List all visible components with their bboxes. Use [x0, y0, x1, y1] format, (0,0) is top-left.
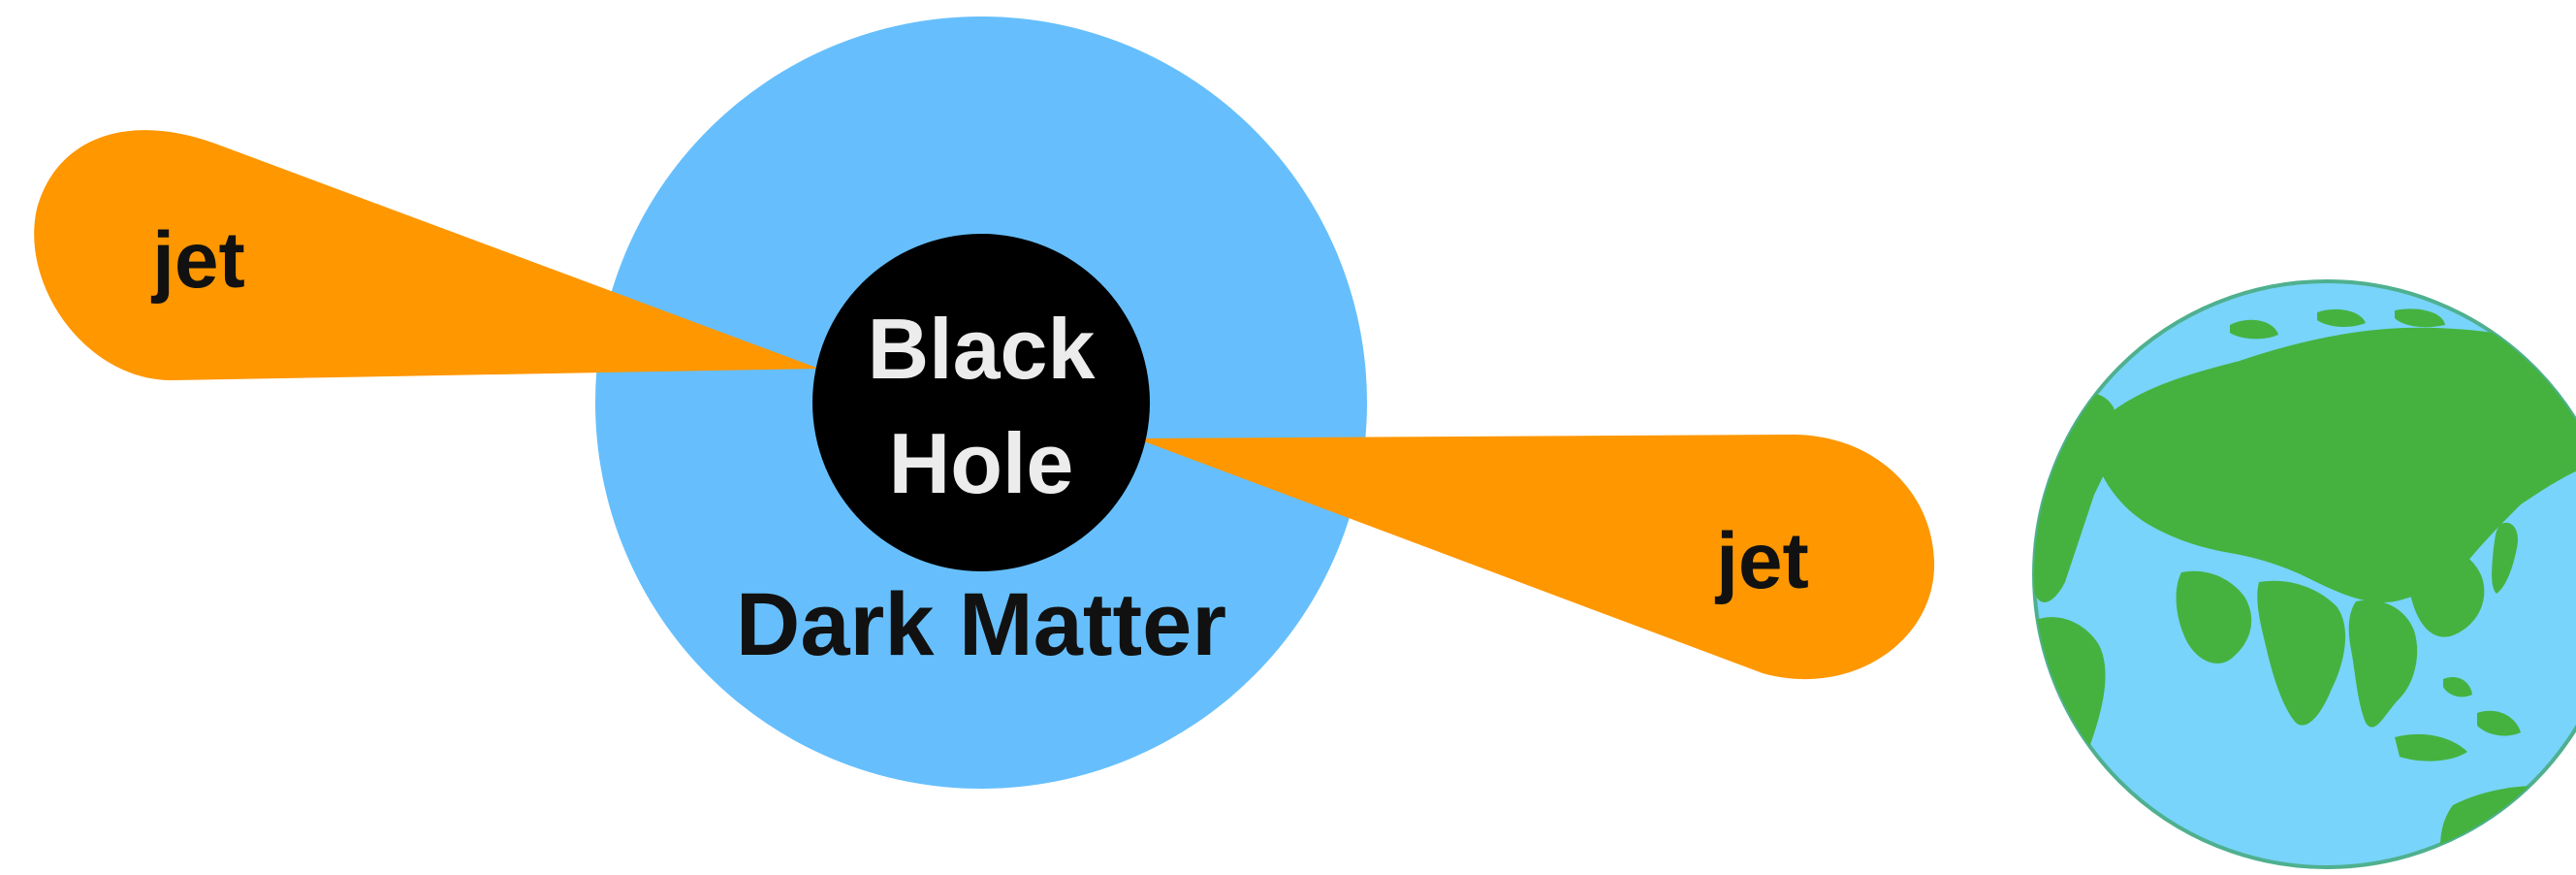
jet-left-label: jet [150, 216, 245, 305]
black-hole-label-line1: Black [868, 301, 1097, 397]
earth-globe-icon [2030, 281, 2576, 875]
jet-right-label: jet [1714, 517, 1809, 605]
black-hole [812, 234, 1150, 571]
dark-matter-label: Dark Matter [736, 575, 1226, 674]
black-hole-label-line2: Hole [889, 415, 1074, 511]
